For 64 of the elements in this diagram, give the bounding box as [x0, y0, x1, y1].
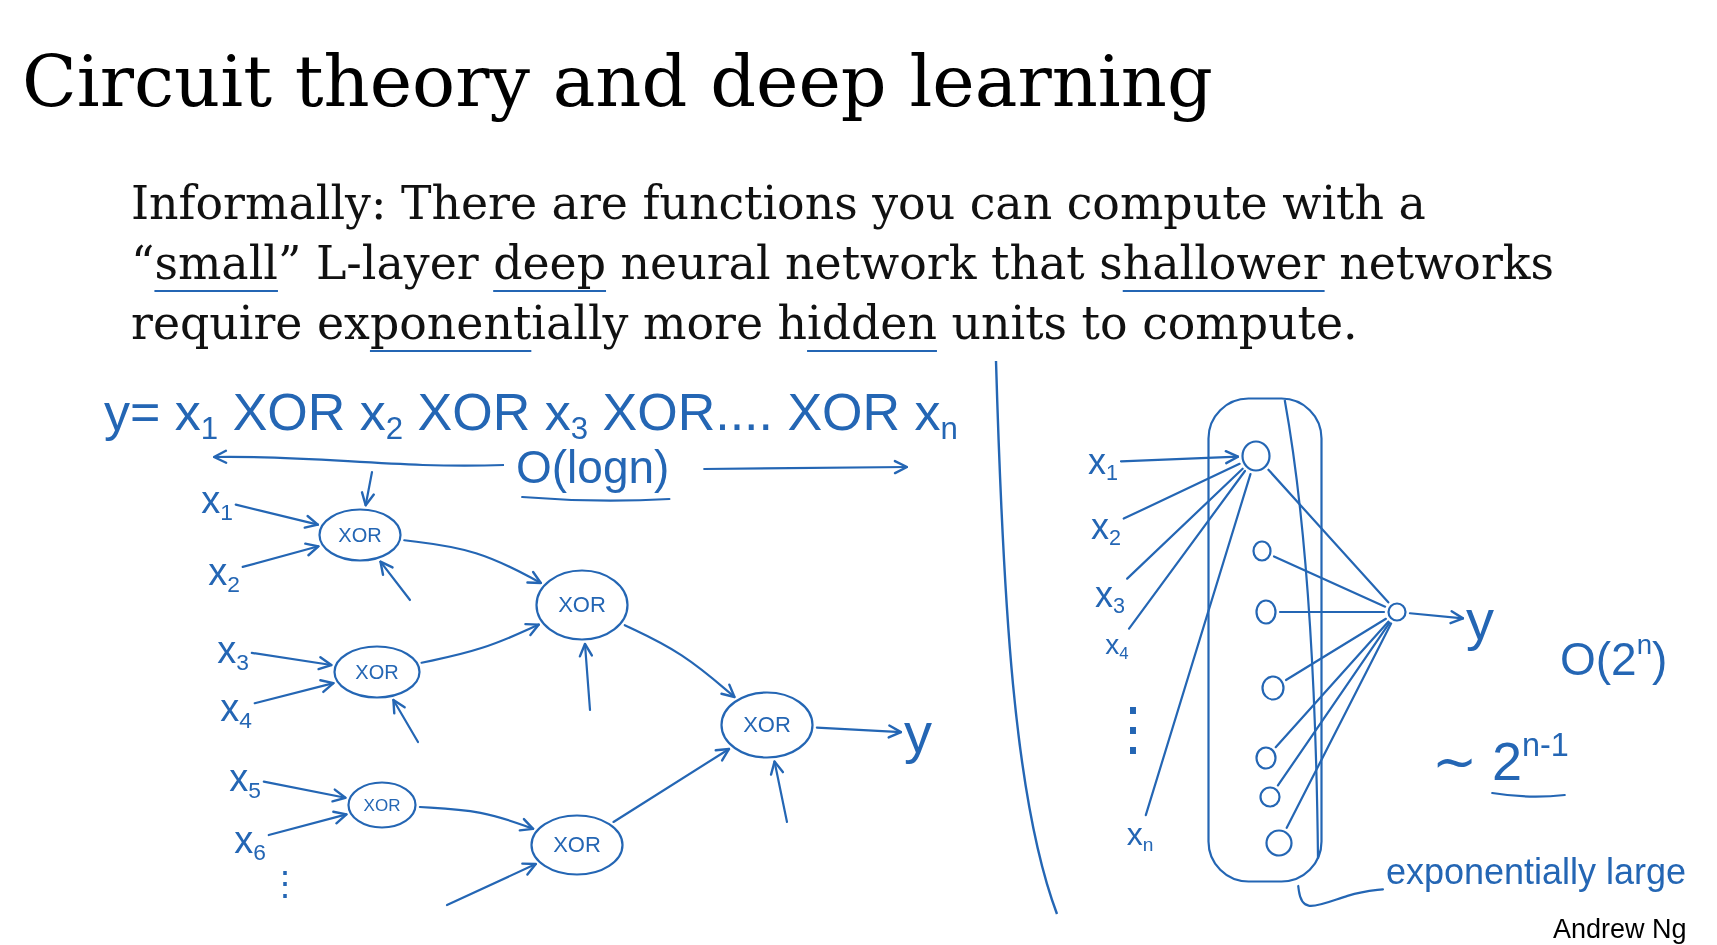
approximation-label: ∼ 2$^{n-1}$: [1432, 734, 1569, 788]
xor-gate-node: XOR: [333, 645, 421, 699]
hidden-unit-circle: [1255, 599, 1277, 625]
input-label: x$_{n}$: [1126, 818, 1154, 850]
input-label: x$_{2}$: [208, 553, 240, 591]
hidden-unit-circle: [1252, 540, 1272, 562]
input-label: x$_{6}$: [234, 821, 266, 859]
arrow: [418, 805, 535, 832]
arrow: [769, 760, 789, 824]
arrow: [262, 780, 347, 803]
arrow: [403, 539, 543, 585]
arrow: [420, 622, 541, 664]
connection-line: [1272, 555, 1387, 608]
arrow: [234, 503, 320, 529]
input-label: x$_{5}$: [229, 759, 261, 797]
input-label: x$_{4}$: [220, 689, 252, 727]
arrow: [241, 542, 320, 568]
hidden-unit-circle: [1265, 829, 1293, 857]
arrow: [445, 862, 537, 907]
connection-line: [1274, 620, 1390, 749]
hidden-layer-band: [1207, 397, 1323, 883]
author-credit: Andrew Ng: [1553, 916, 1687, 943]
input-label: x$_{2}$: [1091, 509, 1121, 545]
arrow: [250, 651, 333, 671]
arrow: [1408, 610, 1465, 625]
connection-line: [1122, 462, 1241, 520]
connection-line: [1276, 621, 1391, 787]
hidden-unit-circle: [1241, 440, 1271, 472]
input-label: x$_{4}$: [1105, 631, 1129, 659]
hidden-unit-circle: [1259, 786, 1281, 808]
arrow: [578, 642, 594, 712]
connection-line: [1278, 610, 1386, 614]
arrow: [253, 679, 335, 705]
arrow: [815, 724, 903, 739]
leader-line: [1297, 884, 1384, 908]
connection-line: [1285, 622, 1393, 829]
input-label: x$_{3}$: [1095, 577, 1125, 613]
connection-line: [1126, 467, 1244, 580]
connection-line: [1267, 468, 1390, 604]
xor-gate-node: XOR: [318, 508, 402, 562]
xor-gate-node: XOR: [720, 691, 814, 759]
ellipsis-dots: ⋮: [1104, 700, 1162, 758]
xor-gate-node: XOR: [530, 814, 624, 876]
xor-gate-node: XOR: [535, 569, 629, 641]
arrow: [1119, 450, 1240, 465]
hidden-unit-circle: [1261, 675, 1285, 701]
hidden-unit-circle: [1255, 746, 1277, 770]
xor-gate-node: XOR: [347, 781, 417, 829]
arrow: [379, 560, 412, 602]
arrow: [612, 747, 731, 824]
arrow: [360, 470, 375, 507]
input-label: x$_{3}$: [217, 631, 249, 669]
input-label: x$_{1}$: [201, 481, 233, 519]
arrow: [267, 810, 348, 837]
body-text: Informally: There are functions you can compute with a “small” L-layer deep neural network that shallower networks require exponentially more hidden units to compute.: [131, 175, 1556, 352]
output-unit-circle: [1387, 602, 1407, 622]
input-label: x$_{1}$: [1088, 444, 1118, 480]
connection-line: [1144, 472, 1252, 817]
connection-line: [1284, 617, 1387, 682]
arrow: [392, 698, 420, 744]
arrow: [623, 624, 736, 699]
annotation-text: exponentially large: [1385, 854, 1687, 890]
connection-line: [1127, 469, 1247, 630]
ellipsis-dots: ⋮: [268, 866, 302, 900]
